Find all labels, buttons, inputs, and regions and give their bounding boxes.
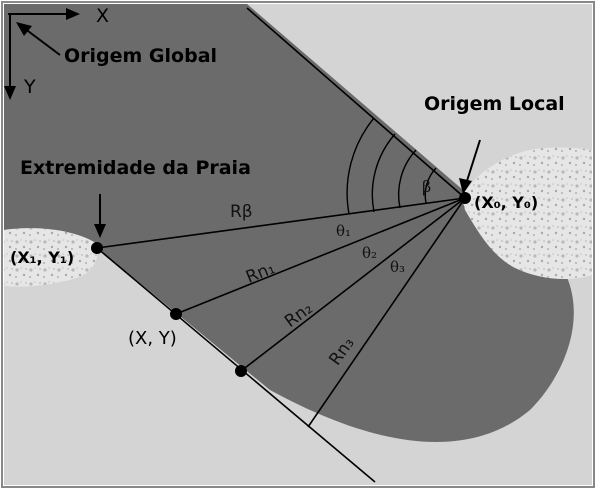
axis-y-arrowhead bbox=[4, 86, 16, 100]
arrow-beach-end-head bbox=[94, 224, 106, 238]
coast-line-beach bbox=[96, 247, 376, 483]
beach-end-coords: (X₁, Y₁) bbox=[10, 248, 74, 267]
axis-x-arrowhead bbox=[66, 8, 80, 20]
radius-r-beta bbox=[96, 197, 466, 249]
arrow-global-origin-line bbox=[23, 27, 61, 56]
coast-line-upper bbox=[246, 7, 466, 199]
label-theta2: θ₂ bbox=[362, 244, 377, 262]
headland-upper bbox=[462, 147, 592, 280]
radius-rn1 bbox=[175, 197, 466, 315]
point-local-origin bbox=[459, 192, 471, 204]
arrow-global-origin-head bbox=[16, 22, 32, 36]
axis-y-label: Y bbox=[23, 76, 36, 98]
beach-end-label: Extremidade da Praia bbox=[20, 157, 251, 179]
arc-theta3 bbox=[346, 117, 375, 215]
axis-x-label: X bbox=[96, 5, 109, 27]
arc-beta bbox=[424, 167, 437, 204]
headland-left bbox=[4, 228, 98, 287]
arc-theta2 bbox=[371, 133, 396, 213]
arrow-local-origin-head bbox=[459, 178, 472, 194]
point-xy-2 bbox=[235, 365, 247, 377]
local-origin-coords: (X₀, Y₀) bbox=[474, 193, 538, 212]
radius-rn2 bbox=[240, 197, 466, 372]
label-r-beta: Rβ bbox=[230, 202, 253, 222]
arrow-local-origin-line bbox=[465, 139, 481, 185]
arc-theta1 bbox=[397, 149, 417, 209]
label-theta3: θ₃ bbox=[390, 258, 405, 276]
label-beta: β bbox=[422, 177, 431, 196]
radius-rn3 bbox=[307, 197, 466, 428]
local-origin-label: Origem Local bbox=[424, 93, 565, 115]
point-xy-label: (X, Y) bbox=[128, 328, 177, 349]
point-xy-1 bbox=[170, 308, 182, 320]
point-beach-end bbox=[91, 242, 103, 254]
label-theta1: θ₁ bbox=[336, 222, 351, 240]
sea-area bbox=[4, 4, 574, 443]
global-origin-label: Origem Global bbox=[64, 45, 217, 67]
